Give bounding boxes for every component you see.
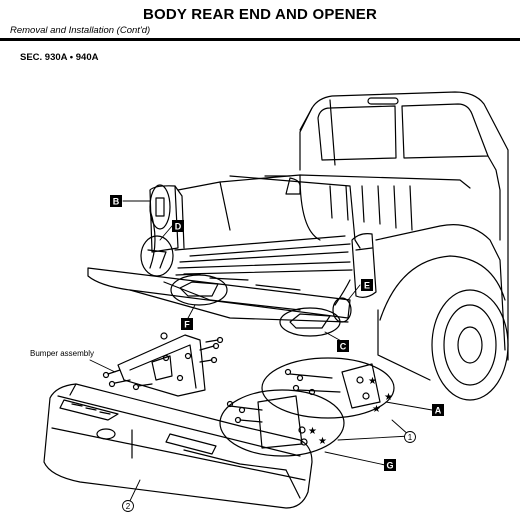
bed-left-wall [149,185,179,253]
star-3: ★ [372,404,381,415]
bed-side-rail [229,175,361,249]
truck-illustration [87,91,509,401]
cab-rear-window-left [317,105,397,161]
rear-fender [375,224,506,351]
tailgate [87,267,351,319]
section-reference: SEC. 930A • 940A [20,52,99,63]
bumper-bracket-right-lower [219,389,345,457]
cab-rear-window-right [401,103,489,159]
star-2: ★ [384,392,393,403]
callout-g: G [384,459,396,471]
star-1: ★ [368,376,377,387]
svg-text:B: B [113,197,120,207]
part-number-1: 1 [404,431,416,443]
page-subtitle: Removal and Installation (Cont'd) [10,25,151,36]
header-rule [0,38,520,41]
bed-floor [174,235,346,251]
svg-text:E: E [364,281,370,291]
rear-wheel [431,289,509,401]
callout-b: B [110,195,122,207]
tailgate-cable-right [334,279,351,306]
bumper-bracket-left [102,332,224,397]
svg-text:D: D [175,222,182,232]
svg-text:A: A [435,406,442,416]
svg-text:C: C [340,342,347,352]
part-number-2: 2 [122,500,134,512]
svg-text:1: 1 [408,433,413,442]
callout-e: E [361,279,373,291]
callout-f: F [181,318,193,330]
detail-circle-d [140,235,174,277]
torque-stars: ★ ★ ★ ★ ★ [308,376,393,447]
cab-outline [299,91,509,361]
brake-light [367,97,399,105]
callout-c: C [337,340,349,352]
detail-circle-f [170,274,228,306]
tailgate-cable-left [149,209,156,269]
star-5: ★ [318,436,327,447]
svg-text:G: G [386,461,393,471]
label-bumper-assembly: Bumper assembly [30,349,94,358]
tail-light [351,233,377,298]
detail-circle-e [332,297,352,323]
callout-d: D [172,220,184,232]
leader-lines [89,200,433,506]
bumper-bracket-right-upper [261,357,395,419]
callout-a: A [432,404,444,416]
page-title: BODY REAR END AND OPENER [143,6,377,23]
detail-circle-b [149,184,171,230]
svg-text:2: 2 [126,502,131,511]
star-4: ★ [308,426,317,437]
bumper-assembly [43,383,313,509]
svg-text:F: F [184,320,190,330]
